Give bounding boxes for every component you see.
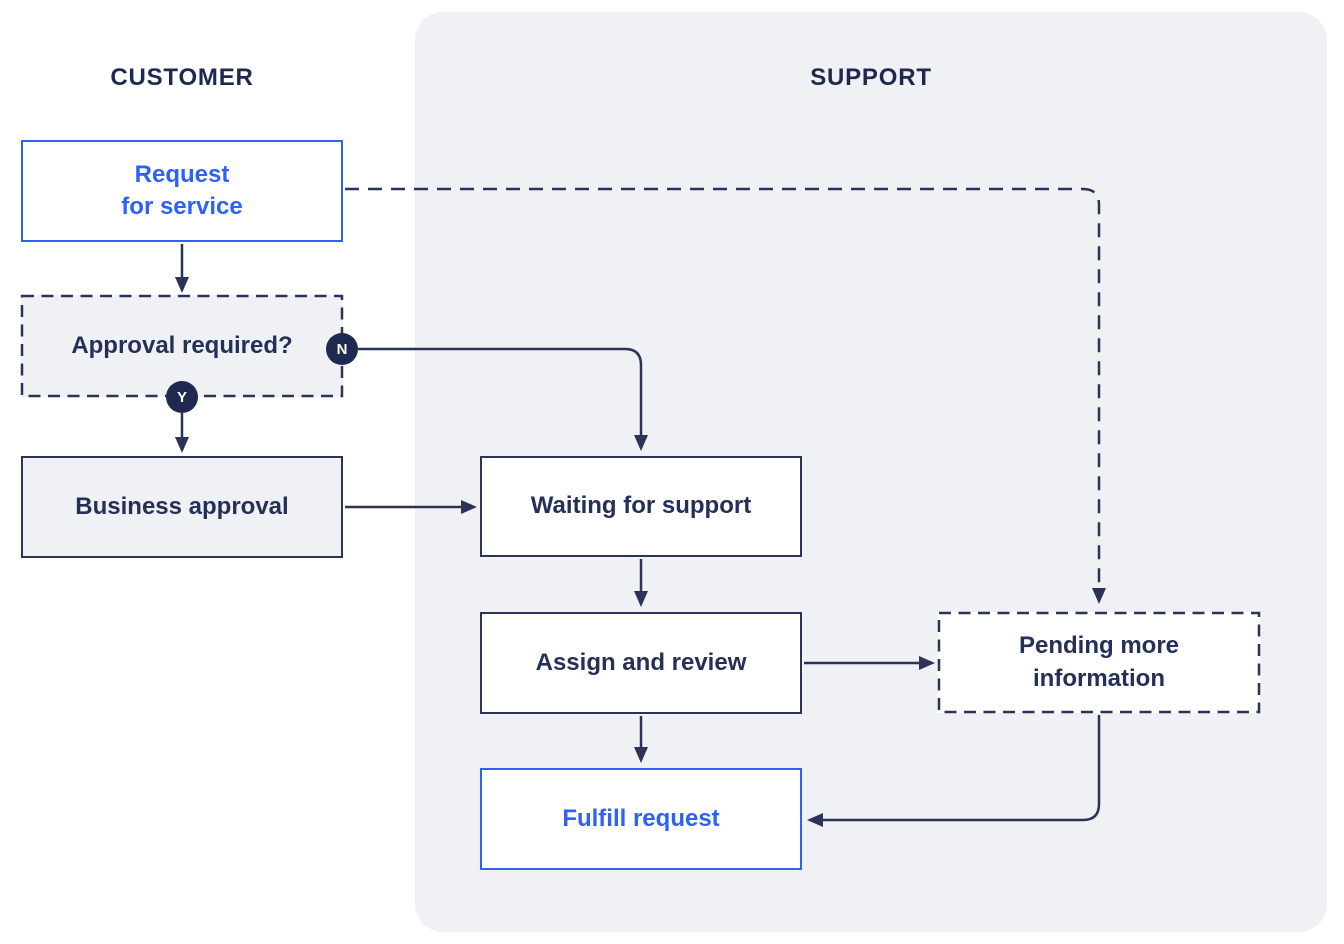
- badge-yes: Y: [166, 381, 198, 413]
- node-fulfill-request: Fulfill request: [480, 768, 802, 870]
- badge-no: N: [326, 333, 358, 365]
- lane-header-customer: CUSTOMER: [110, 64, 254, 91]
- node-pending-more-information: Pending more information: [938, 612, 1260, 713]
- node-request-for-service: Request for service: [21, 140, 343, 242]
- lane-header-support: SUPPORT: [810, 64, 932, 91]
- node-waiting-for-support: Waiting for support: [480, 456, 802, 557]
- node-business-approval: Business approval: [21, 456, 343, 558]
- node-assign-and-review: Assign and review: [480, 612, 802, 714]
